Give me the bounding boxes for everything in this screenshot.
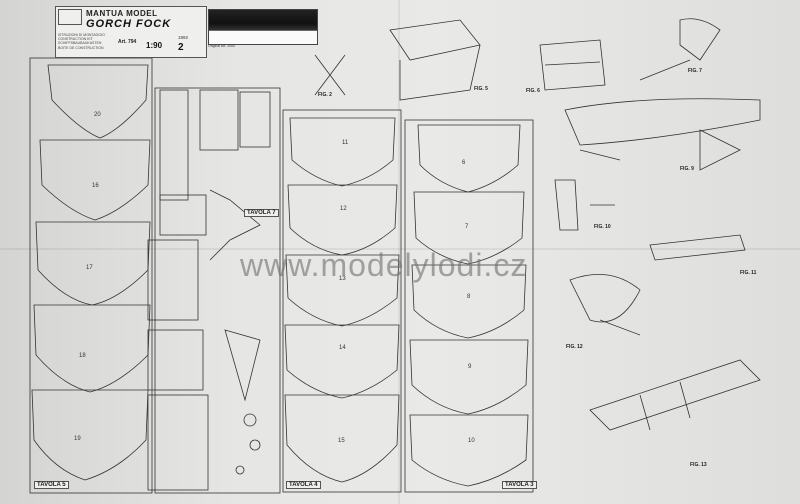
- frame-number: 12: [340, 206, 347, 212]
- fig-label: FIG. 11: [740, 270, 757, 276]
- article-number: Art. 794: [118, 39, 137, 45]
- year: 1992: [178, 35, 189, 40]
- frame-number: 18: [79, 353, 86, 359]
- watermark: www.modelylodi.cz: [240, 247, 528, 283]
- fig-label: FIG. 10: [594, 224, 611, 230]
- tavola-7-frame: [154, 87, 281, 494]
- fig-label: FIG. 6: [526, 88, 540, 94]
- info-line: SCHIFFSBAUBAUKASTEN: [58, 41, 102, 46]
- brand-name: MANTUA MODEL: [86, 9, 158, 18]
- sheet-number: 2: [178, 42, 184, 53]
- frame-number: 20: [94, 112, 101, 118]
- model-photo: [208, 9, 318, 45]
- model-name: GORCH FOCK: [86, 18, 172, 30]
- fold-line-vertical: [398, 0, 400, 504]
- frame-number: 9: [468, 364, 472, 370]
- frame-number: 7: [465, 224, 469, 230]
- mantua-logo: [58, 9, 82, 25]
- tavola-3-label: TAVOLA 3: [502, 481, 537, 489]
- tavola-7-label: TAVOLA 7: [244, 209, 279, 217]
- info-line: BOITE DE CONSTRUCTION: [58, 45, 104, 50]
- tavola-5-label: TAVOLA 5: [34, 481, 69, 489]
- tavola-5-frame: [29, 57, 153, 494]
- photo-caption: Original Art. 2000: [208, 44, 236, 48]
- frame-number: 15: [338, 438, 345, 444]
- info-line: CONSTRUCTION KIT: [58, 37, 93, 42]
- frame-number: 6: [462, 160, 466, 166]
- frame-number: 8: [467, 294, 471, 300]
- frame-number: 13: [339, 276, 346, 282]
- title-block: MANTUA MODEL GORCH FOCK ISTRUZIONI DI MO…: [55, 6, 207, 58]
- frame-number: 10: [468, 438, 475, 444]
- fig-label: FIG. 7: [688, 68, 702, 74]
- fold-line-horizontal: [0, 248, 800, 250]
- scale: 1:90: [146, 41, 163, 50]
- fig-label: FIG. 5: [474, 86, 488, 92]
- tavola-3-frame: [404, 119, 534, 493]
- tavola-4-label: TAVOLA 4: [286, 481, 321, 489]
- frame-number: 11: [342, 140, 349, 146]
- info-line: ISTRUZIONI DI MONTAGGIO: [58, 33, 105, 37]
- fig-label: FIG. 9: [680, 166, 694, 172]
- fig-label: FIG. 12: [566, 344, 583, 350]
- frame-number: 14: [339, 345, 346, 351]
- tavola-4-frame: [282, 109, 402, 493]
- info-lines: ISTRUZIONI DI MONTAGGIO CONSTRUCTION KIT…: [58, 33, 116, 50]
- frame-number: 19: [74, 436, 81, 442]
- frame-number: 16: [92, 183, 99, 189]
- frame-number: 17: [86, 265, 93, 271]
- fig-label: FIG. 13: [690, 462, 707, 468]
- fig-label: FIG. 2: [318, 92, 332, 98]
